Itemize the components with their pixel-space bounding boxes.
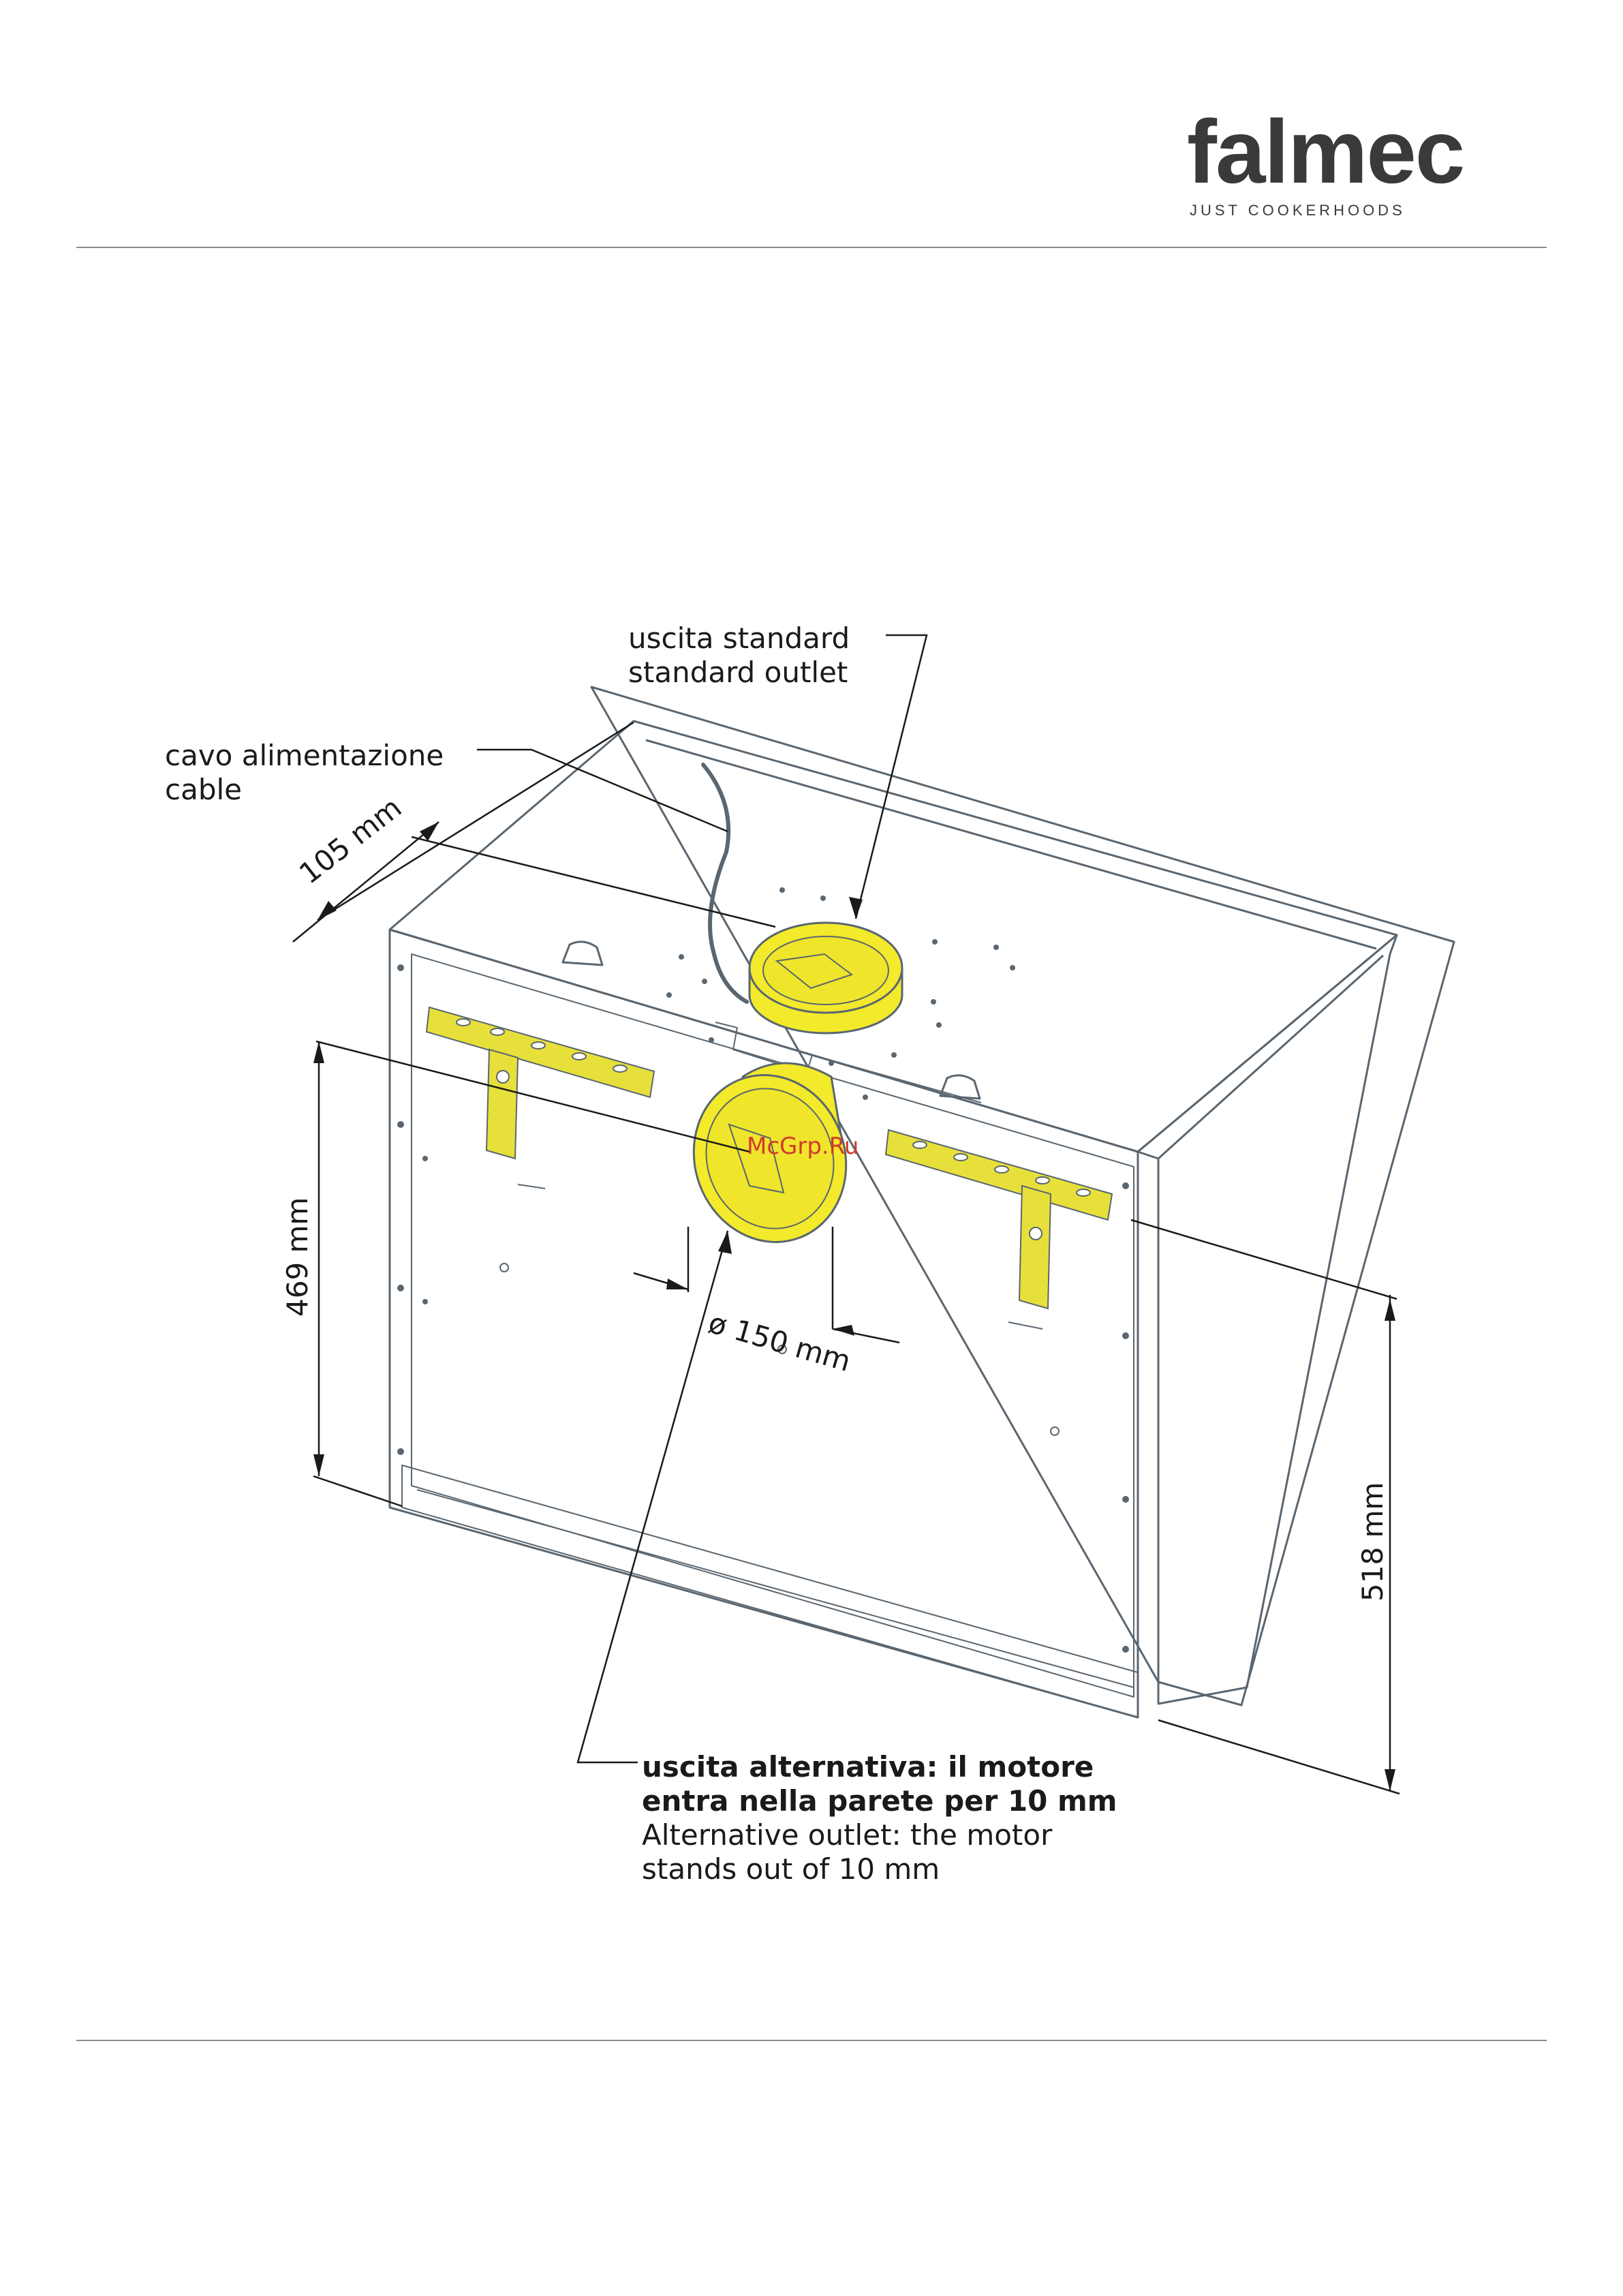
standard-outlet — [749, 923, 902, 1033]
label-cable-en: cable — [165, 773, 444, 807]
label-cable: cavo alimentazione cable — [165, 739, 444, 807]
hood-bottom-strip — [402, 1465, 1138, 1717]
label-alternative-outlet-en1: Alternative outlet: the motor — [642, 1818, 1117, 1852]
label-standard-outlet-it: uscita standard — [628, 622, 850, 656]
label-cable-it: cavo alimentazione — [165, 739, 444, 773]
side-panel-edge — [1158, 955, 1383, 1159]
power-cable — [703, 765, 747, 1002]
label-standard-outlet: uscita standard standard outlet — [628, 622, 850, 690]
leader-alternative-outlet — [578, 1231, 728, 1762]
watermark: McGrp.Ru — [747, 1133, 859, 1160]
label-standard-outlet-en: standard outlet — [628, 656, 850, 690]
label-alternative-outlet: uscita alternativa: il motore entra nell… — [642, 1750, 1117, 1886]
top-panel-inner-edge — [646, 740, 1376, 949]
label-alternative-outlet-it1: uscita alternativa: il motore — [642, 1750, 1117, 1784]
label-alternative-outlet-it2: entra nella parete per 10 mm — [642, 1784, 1117, 1818]
footer-divider — [76, 2040, 1547, 2041]
dimension-height-front: 469 mm — [281, 1197, 314, 1317]
leader-cable — [477, 750, 728, 831]
mount-tab-left — [563, 942, 602, 965]
right-wall-bracket — [886, 1130, 1112, 1329]
leader-standard-outlet — [856, 635, 927, 919]
dimension-lines — [293, 722, 1400, 1794]
dimension-height-side: 518 mm — [1356, 1482, 1389, 1602]
hood-top-panel — [390, 721, 1397, 1152]
label-alternative-outlet-en2: stands out of 10 mm — [642, 1852, 1117, 1886]
